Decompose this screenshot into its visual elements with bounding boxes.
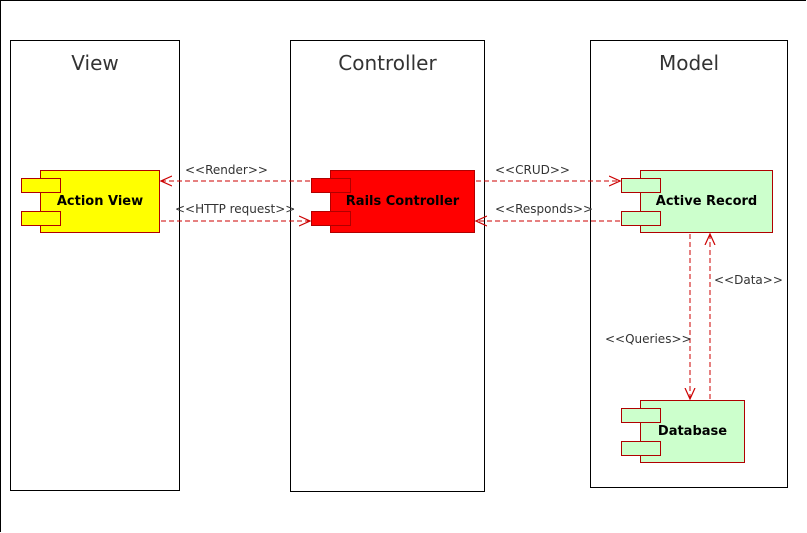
view-package-title: View xyxy=(71,51,119,75)
view-package: View xyxy=(10,40,180,491)
action-view-label: Action View xyxy=(56,194,144,209)
database-component[interactable]: Database xyxy=(621,400,745,463)
crud-label: <<CRUD>> xyxy=(495,163,570,177)
database-label: Database xyxy=(657,424,728,439)
action-view-component[interactable]: Action View xyxy=(21,170,160,233)
rails-controller-label: Rails Controller xyxy=(345,194,460,209)
component-port-icon xyxy=(311,178,351,193)
active-record-component[interactable]: Active Record xyxy=(621,170,773,233)
component-port-icon xyxy=(621,211,661,226)
queries-label: <<Queries>> xyxy=(605,332,692,346)
component-port-icon xyxy=(621,408,661,423)
controller-package: Controller xyxy=(290,40,485,492)
active-record-label: Active Record xyxy=(655,194,758,209)
component-port-icon xyxy=(621,178,661,193)
http-request-label: <<HTTP request>> xyxy=(175,202,296,216)
component-port-icon xyxy=(21,211,61,226)
component-port-icon xyxy=(311,211,351,226)
rails-controller-component[interactable]: Rails Controller xyxy=(311,170,475,233)
responds-label: <<Responds>> xyxy=(495,202,594,216)
render-label: <<Render>> xyxy=(185,163,268,177)
model-package-title: Model xyxy=(658,51,720,75)
component-port-icon xyxy=(621,441,661,456)
controller-package-title: Controller xyxy=(338,51,437,75)
data-label: <<Data>> xyxy=(714,273,783,287)
component-port-icon xyxy=(21,178,61,193)
